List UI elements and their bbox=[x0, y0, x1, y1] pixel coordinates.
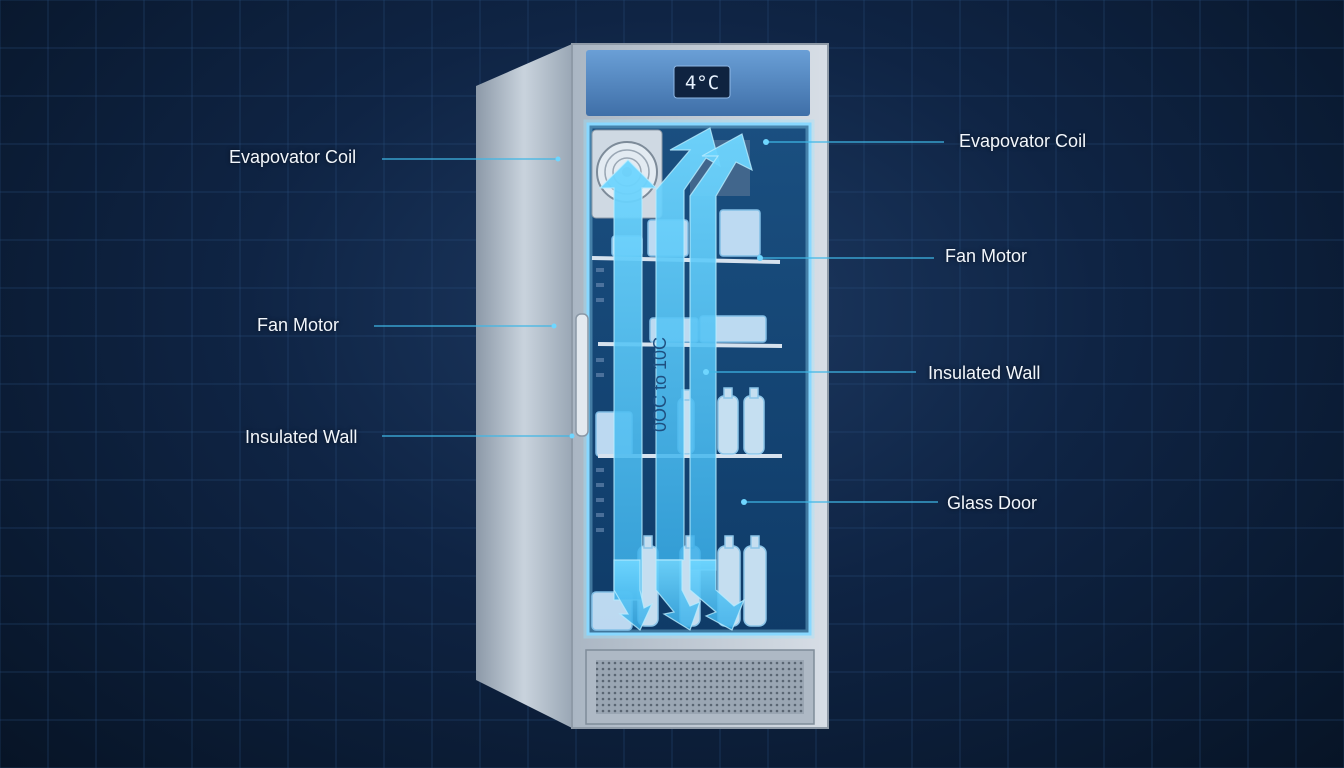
label-insulated-wall-left: Insulated Wall bbox=[245, 427, 358, 447]
interior-rails bbox=[596, 268, 604, 532]
label-fan-motor-right: Fan Motor bbox=[945, 246, 1028, 266]
vent-grille bbox=[596, 660, 804, 714]
airflow-arrow-down-1 bbox=[613, 559, 654, 631]
label-glass-door: Glass Door bbox=[947, 493, 1038, 513]
door-handle bbox=[575, 313, 589, 437]
leader-lines-right bbox=[703, 139, 944, 505]
temperature-readout: 4°C bbox=[685, 72, 719, 94]
label-fan-motor-left: Fan Motor bbox=[257, 315, 340, 335]
leader-lines-left bbox=[374, 156, 575, 439]
airflow-arrow-up-3 bbox=[689, 133, 753, 571]
label-evaporator-coil-right: Evapovator Coil bbox=[959, 131, 1087, 151]
label-evaporator-coil-left: Evapovator Coil bbox=[229, 147, 357, 167]
cabinet-side bbox=[476, 44, 572, 728]
label-insulated-wall-right: Insulated Wall bbox=[928, 363, 1041, 383]
airflow-arrows bbox=[598, 127, 753, 631]
airflow-arrow-down-3 bbox=[689, 559, 746, 631]
airflow-temperature-label: 0OC to 10C bbox=[650, 337, 670, 432]
airflow-arrow-up-2 bbox=[655, 127, 721, 561]
airflow-arrow-down-2 bbox=[655, 559, 702, 631]
temperature-display bbox=[673, 65, 731, 99]
airflow-arrow-up-1 bbox=[598, 159, 658, 601]
